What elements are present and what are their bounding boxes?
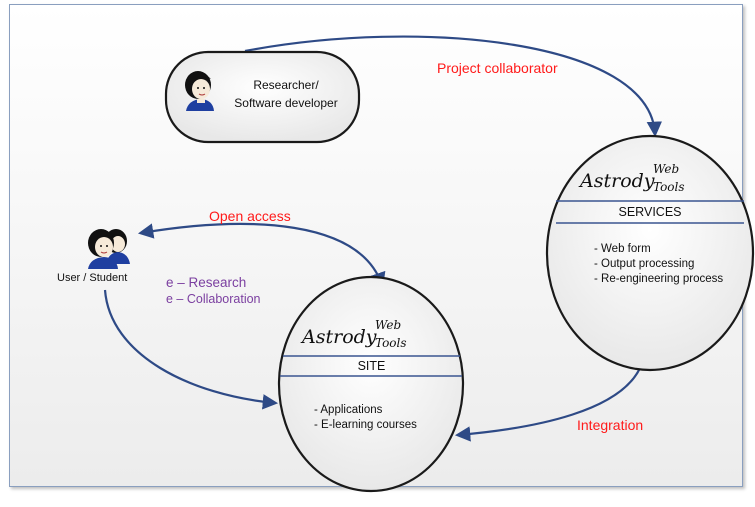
researcher-label: Researcher/ Software developer — [222, 76, 350, 112]
list-item: - Web form — [594, 243, 651, 255]
list-item: - Output processing — [594, 258, 695, 270]
site-brand: Astrody Web Tools — [302, 318, 407, 350]
site-brand-sub: Tools — [375, 336, 407, 350]
services-brand-sup: Web — [653, 162, 680, 176]
researcher-box — [164, 50, 361, 144]
project-collaborator-label: Project collaborator — [437, 60, 558, 76]
e-collaboration-label: e – Collaboration — [166, 292, 261, 306]
services-brand: Astrody Web Tools — [580, 162, 685, 194]
services-section-title: SERVICES — [618, 205, 682, 219]
services-node-circle — [545, 134, 755, 372]
open-access-arrow — [137, 222, 386, 288]
services-brand-main: Astrody — [580, 170, 655, 192]
site-brand-sup: Web — [375, 318, 402, 332]
integration-label: Integration — [577, 417, 644, 433]
services-item-list: - Web form - Output processing - Re-engi… — [594, 242, 723, 287]
integration-arrow — [454, 367, 641, 442]
site-section-title: SITE — [357, 359, 386, 373]
project-collaborator-arrow — [244, 35, 663, 138]
site-node-circle — [277, 275, 465, 493]
open-access-label: Open access — [209, 208, 291, 224]
person-icon — [185, 71, 214, 111]
services-brand-sub: Tools — [653, 180, 685, 194]
people-icon — [88, 229, 130, 269]
user-to-site-arrow — [103, 289, 279, 410]
researcher-label-line1: Researcher/ — [253, 78, 319, 92]
e-research-label: e – Research — [166, 275, 247, 290]
site-brand-main: Astrody — [302, 326, 377, 348]
user-label: User / Student — [57, 272, 128, 284]
site-item-list: - Applications - E-learning courses — [314, 403, 417, 433]
researcher-label-line2: Software developer — [234, 96, 338, 110]
list-item: - E-learning courses — [314, 419, 417, 431]
list-item: - Re-engineering process — [594, 273, 724, 285]
list-item: - Applications — [314, 404, 383, 416]
